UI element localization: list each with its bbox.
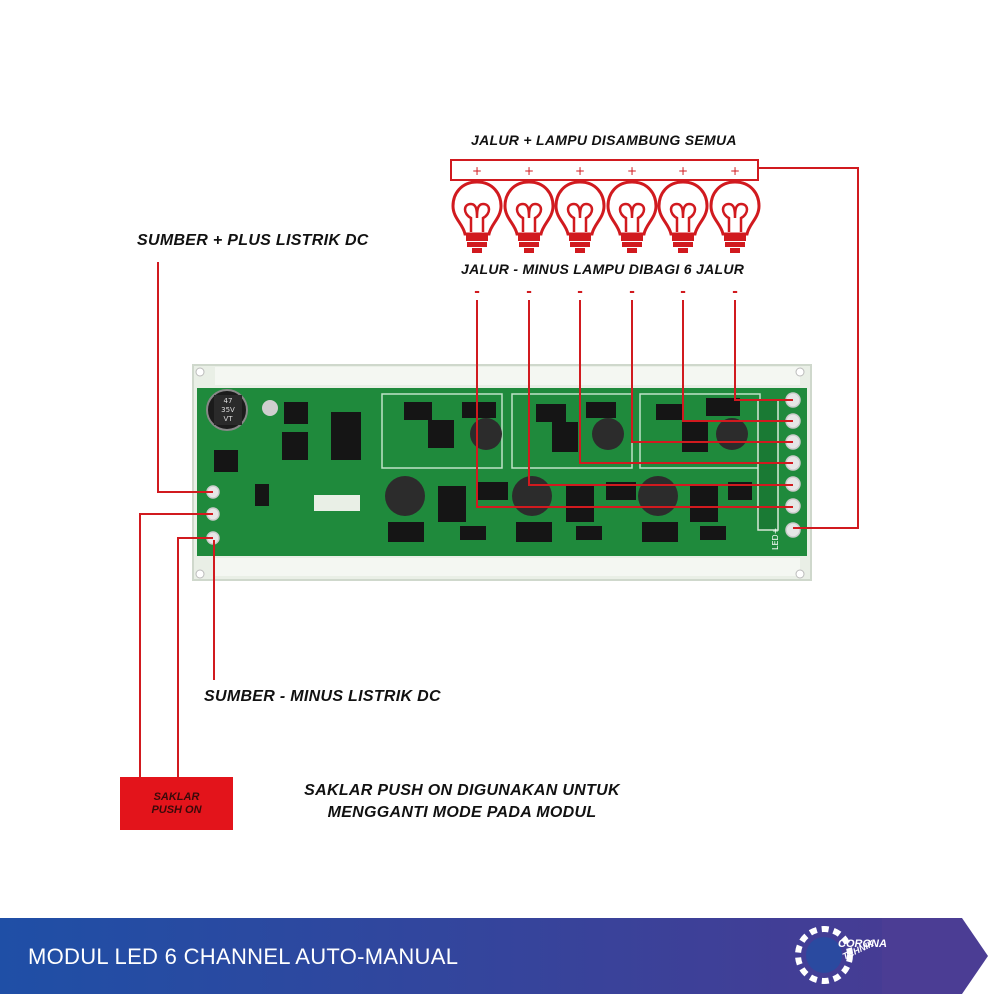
minus-mark-6: -	[732, 284, 738, 300]
push-switch-box: SAKLAR PUSH ON	[120, 777, 233, 830]
plus-mark-6: +	[730, 164, 740, 178]
minus-wire-3	[579, 300, 793, 464]
banner-title: MODUL LED 6 CHANNEL AUTO-MANUAL	[28, 944, 459, 969]
plus-mark-4: +	[627, 164, 637, 178]
switch-note-line-2: MENGGANTI MODE PADA MODUL	[327, 804, 597, 821]
minus-mark-3: -	[577, 284, 583, 300]
source-wires	[139, 262, 215, 777]
switch-note-line-1: SAKLAR PUSH ON DIGUNAKAN UNTUK	[304, 782, 620, 799]
minus-lamps-label: JALUR - MINUS LAMPU DIBAGI 6 JALUR	[461, 261, 745, 277]
minus-mark-4: -	[629, 284, 635, 300]
lamp-bulb-icon-5	[657, 180, 709, 255]
lamp-bulb-icon-4	[606, 180, 658, 255]
pcb-board: 47 35V VT	[192, 364, 812, 581]
minus-wire-6	[734, 300, 793, 401]
push-switch-label-1: SAKLAR	[153, 790, 200, 803]
positive-bus-label: JALUR + LAMPU DISAMBUNG SEMUA	[471, 132, 737, 148]
minus-wire-5	[682, 300, 793, 422]
push-switch-label-2: PUSH ON	[151, 803, 202, 816]
lamp-minus-wires	[476, 300, 793, 508]
plus-mark-5: +	[678, 164, 688, 178]
minus-mark-2: -	[526, 284, 532, 300]
capacitor-text-3: VT	[223, 415, 233, 423]
minus-wire-1	[476, 300, 793, 508]
lamp-bulb-icon-1	[451, 180, 503, 255]
lamp-plus-marks: + + + + + +	[472, 164, 740, 178]
switch-note: SAKLAR PUSH ON DIGUNAKAN UNTUK MENGGANTI…	[272, 780, 652, 824]
banner	[0, 918, 988, 994]
lamp-bulb-icon-3	[554, 180, 606, 255]
lamp-minus-marks: - - - - - -	[474, 284, 738, 300]
minus-wire-4	[631, 300, 793, 443]
plus-source-label: SUMBER + PLUS LISTRIK DC	[137, 232, 369, 249]
minus-source-label: SUMBER - MINUS LISTRIK DC	[204, 688, 441, 705]
minus-mark-5: -	[680, 284, 686, 300]
switch-wire-2	[177, 537, 213, 777]
plus-mark-1: +	[472, 164, 482, 178]
lamp-positive-bus	[450, 159, 859, 529]
plus-mark-3: +	[575, 164, 585, 178]
capacitor-text-1: 47	[224, 397, 233, 405]
plus-mark-2: +	[524, 164, 534, 178]
lamp-bulb-icon-6	[709, 180, 761, 255]
capacitor-text-2: 35V	[221, 406, 235, 414]
connector-label: LED+	[771, 528, 780, 550]
minus-mark-1: -	[474, 284, 480, 300]
lamp-bulb-icon-2	[503, 180, 555, 255]
minus-wire-2	[528, 300, 793, 486]
plus-source-wire	[157, 262, 213, 493]
switch-wire-1	[139, 513, 213, 777]
logo-text-corona: CORONA	[838, 938, 887, 950]
gear-logo-icon	[795, 926, 853, 984]
